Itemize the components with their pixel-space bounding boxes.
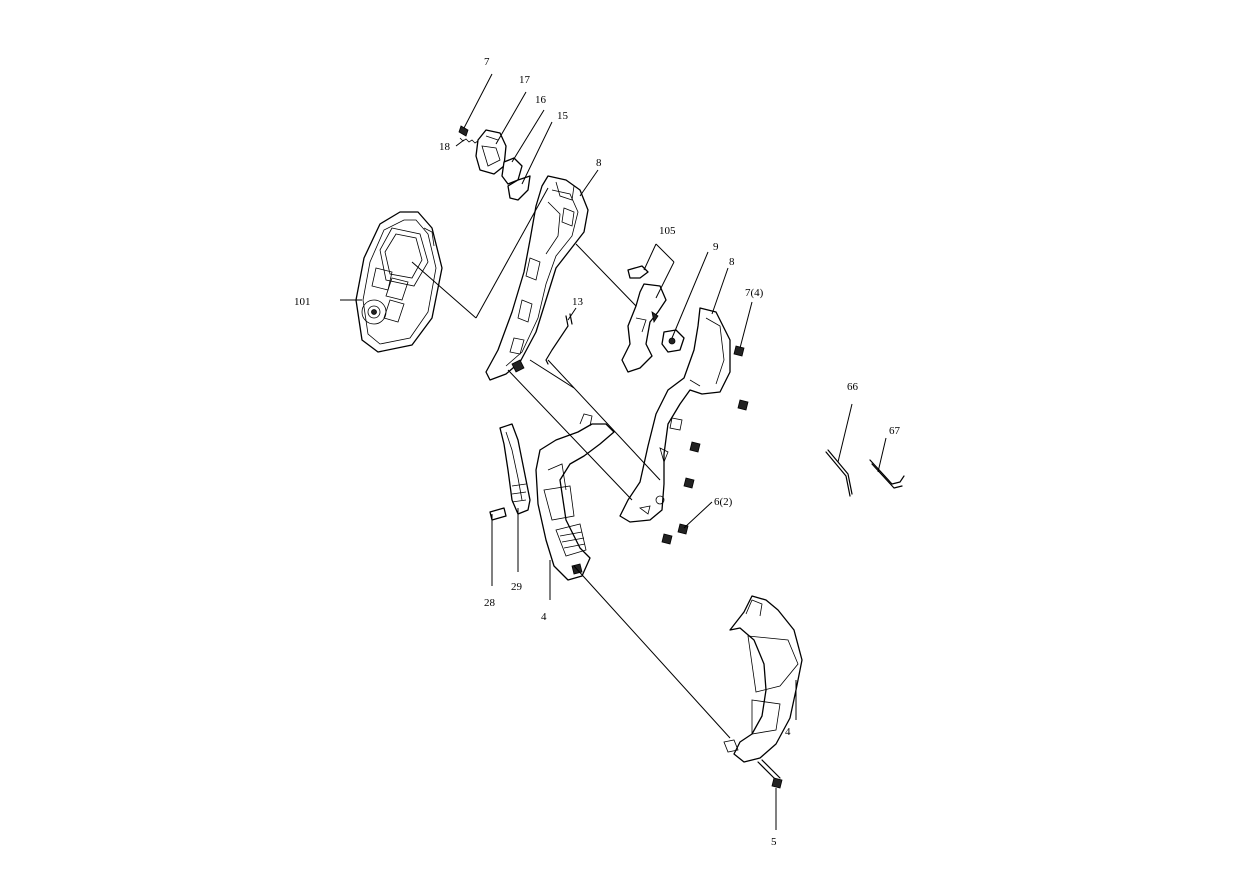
callout-17: 17	[519, 74, 531, 86]
part-67-rod	[869, 459, 905, 489]
callout-15: 15	[557, 110, 569, 122]
callout-labels: 7 17 16 15 18 8 105 9 8 7(4) 101 13 66 6…	[294, 56, 901, 848]
callout-8-right: 8	[729, 256, 735, 268]
callout-leaders	[340, 73, 887, 830]
part-13-pin	[545, 313, 573, 365]
assembly-lines	[411, 187, 731, 739]
callout-18: 18	[439, 141, 451, 153]
part-5-screw	[757, 759, 783, 789]
callout-101: 101	[294, 296, 311, 308]
part-28-clip	[489, 507, 507, 521]
callout-8-top: 8	[596, 157, 602, 169]
screw-group-7	[683, 345, 749, 489]
part-9-trigger	[661, 329, 685, 353]
part-66-rod	[825, 449, 853, 497]
part-17-switch-block	[475, 129, 507, 175]
part-4-cover-right	[723, 595, 803, 763]
part-101-control-panel	[355, 211, 443, 353]
part-4-cover-left	[535, 413, 615, 581]
part-15-clip	[507, 175, 531, 201]
callout-29: 29	[511, 581, 523, 593]
callout-66: 66	[847, 381, 859, 393]
callout-6-2: 6(2)	[714, 496, 733, 508]
part-8-housing-left	[485, 175, 589, 381]
callout-16: 16	[535, 94, 547, 106]
callout-7-top: 7	[484, 56, 490, 68]
part-7-screw-top	[458, 125, 469, 137]
part-105-bracket-set	[621, 265, 667, 373]
callout-9: 9	[713, 241, 719, 253]
callout-13: 13	[572, 296, 584, 308]
callout-4-left: 4	[541, 611, 547, 623]
part-8-housing-right	[619, 307, 731, 523]
callout-28: 28	[484, 597, 496, 609]
callout-105: 105	[659, 225, 676, 237]
callout-4-right: 4	[785, 726, 791, 738]
part-29-grip	[499, 423, 531, 515]
callout-5: 5	[771, 836, 777, 848]
callout-67: 67	[889, 425, 901, 437]
callout-7-4: 7(4)	[745, 287, 764, 299]
screw-group-6	[661, 523, 689, 545]
